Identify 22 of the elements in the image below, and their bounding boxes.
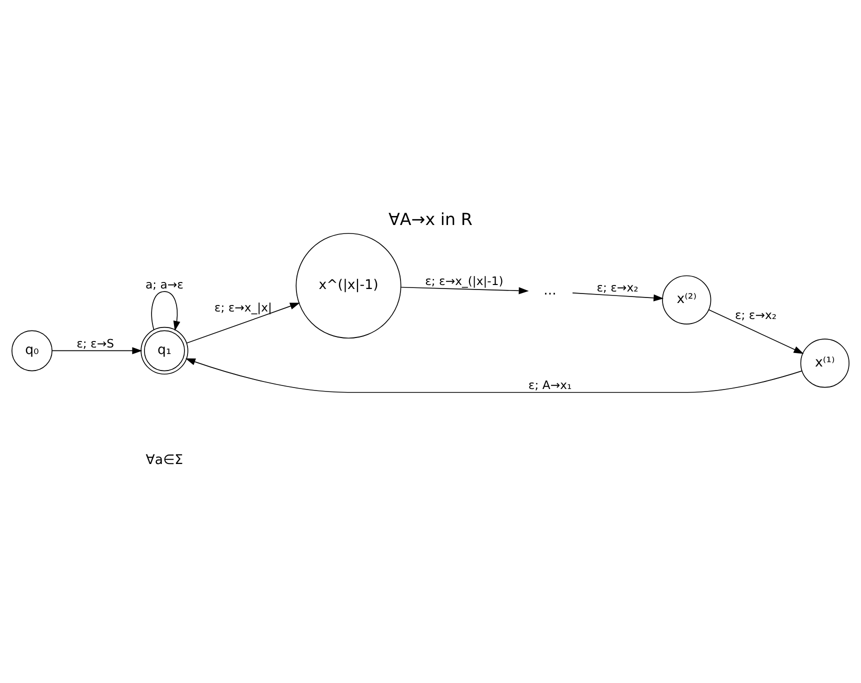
arrow — [572, 292, 664, 301]
node-circle: q₁ — [140, 326, 188, 374]
node-text: ... — [544, 283, 556, 298]
node-circle: x⁽²⁾ — [662, 274, 712, 324]
arrow — [185, 358, 802, 392]
diagram-title: ∀A→x in R — [388, 209, 472, 228]
node-circle: x^(|x|-1) — [296, 232, 402, 338]
label: ∀a∈Σ — [146, 452, 184, 468]
arrow — [186, 302, 300, 344]
edge-label: ε; ε→x_(|x|-1) — [425, 274, 504, 288]
arrow — [708, 308, 804, 354]
arrow — [151, 290, 180, 331]
arrow — [52, 346, 142, 354]
edge-label: a; a→ε — [145, 276, 184, 291]
edge-label: ε; ε→x₂ — [734, 308, 777, 322]
edge-label: ε; ε→S — [76, 336, 114, 350]
edge-label: ε; ε→x_|x| — [214, 300, 272, 314]
edge-label: ε; A→x₁ — [528, 378, 572, 392]
edge-label: ε; ε→x₂ — [596, 280, 638, 294]
node-circle: q₀ — [12, 330, 52, 371]
arrow — [400, 286, 529, 294]
node-circle: x⁽¹⁾ — [800, 338, 850, 388]
